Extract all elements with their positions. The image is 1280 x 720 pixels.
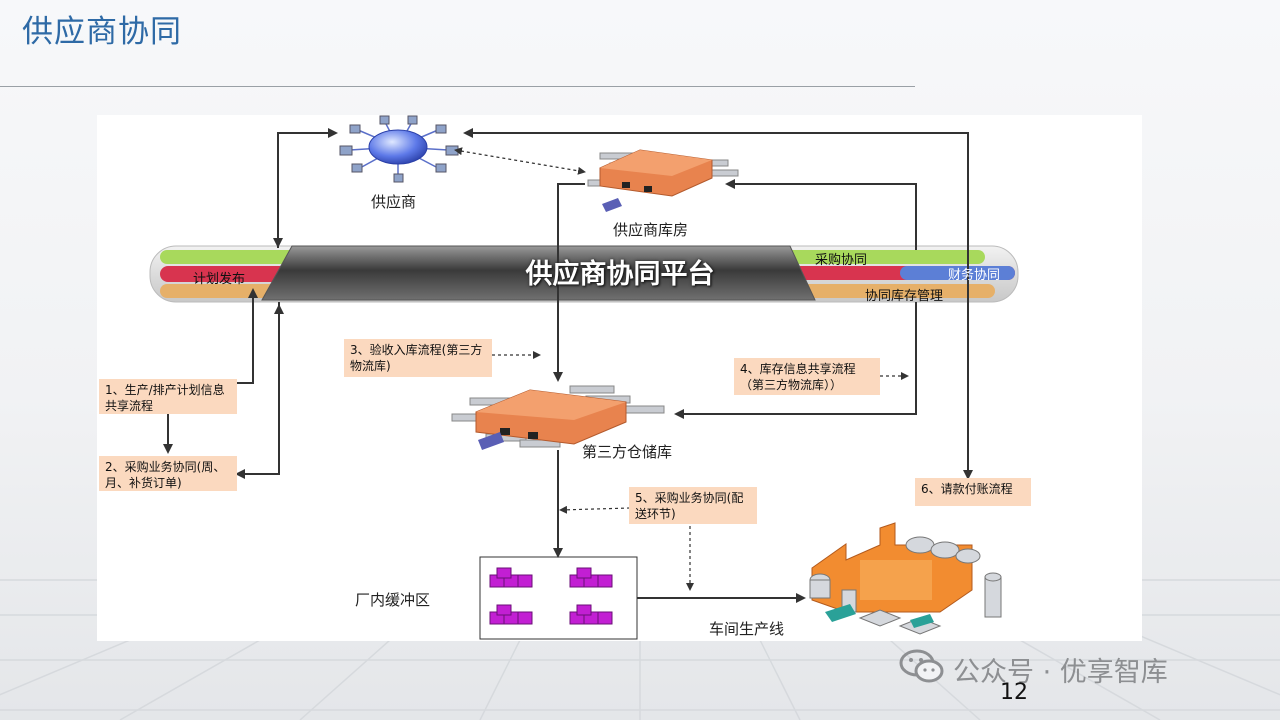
buffer-zone-box [479,556,638,640]
note-plan-sharing: 1、生产/排产计划信息共享流程 [99,379,237,414]
supplier-label: 供应商 [371,193,417,211]
finance-collab-label: 财务协同 [948,268,1001,283]
plan-release-label: 计划发布 [193,272,246,287]
flow-lines [163,128,973,603]
note-inventory-sharing: 4、库存信息共享流程（第三方物流库）） [734,358,880,395]
title-divider [0,86,915,87]
dashed-arrows [454,147,909,591]
buffer-zone-label: 厂内缓冲区 [355,591,431,609]
slide-title: 供应商协同 [22,14,182,50]
supplier-network-icon [339,115,459,183]
production-line-icon [809,522,1002,635]
third-party-warehouse-icon [451,385,665,450]
platform-title: 供应商协同平台 [525,259,715,290]
platform-pipe [149,245,1019,303]
third-party-warehouse-label: 第三方仓储库 [582,443,673,461]
supplier-warehouse-label: 供应商库房 [613,221,689,239]
note-payment-process: 6、请款付账流程 [915,478,1031,506]
production-line-label: 车间生产线 [709,620,785,638]
inventory-collab-label: 协同库存管理 [865,289,944,304]
procurement-collab-label: 采购协同 [815,253,868,268]
note-procurement-orders: 2、采购业务协同(周、月、补货订单) [99,456,237,491]
note-delivery-collab: 5、采购业务协同(配送环节) [629,487,757,524]
note-receiving-process: 3、验收入库流程(第三方物流库) [344,339,492,377]
watermark-text: 公众号 · 优享智库 [953,657,1168,688]
wechat-icon [899,649,944,683]
supplier-warehouse-icon [587,149,739,212]
page-number: 12 [1000,680,1028,705]
